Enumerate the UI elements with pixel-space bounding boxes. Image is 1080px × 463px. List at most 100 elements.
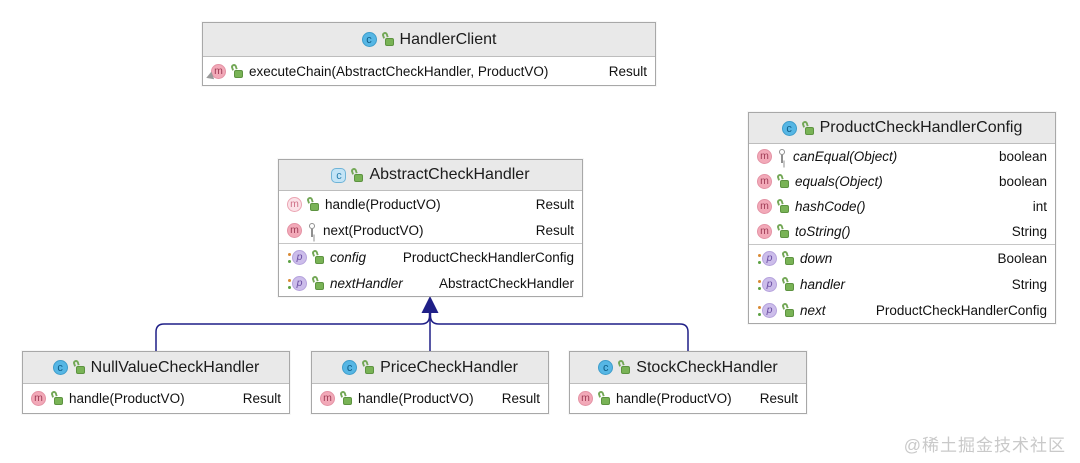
property-type: ProductCheckHandlerConfig [875, 302, 1047, 318]
method-row: toString() String [749, 219, 1055, 244]
member-separator [279, 243, 582, 244]
method-row: executeChain(AbstractCheckHandler, Produ… [203, 57, 655, 85]
class-title: ProductCheckHandlerConfig [819, 119, 1023, 136]
property-icon [758, 250, 777, 266]
property-row: nextHandler AbstractCheckHandler [279, 270, 582, 296]
inheritance-line-stock [429, 313, 689, 351]
property-type: AbstractCheckHandler [438, 275, 574, 291]
property-icon [758, 276, 777, 292]
method-icon [320, 391, 335, 406]
method-signature: handle(ProductVO) [69, 391, 185, 406]
public-lock-icon [231, 64, 244, 79]
public-lock-icon [598, 391, 611, 406]
method-row: canEqual(Object) boolean [749, 144, 1055, 169]
method-signature: next(ProductVO) [323, 222, 424, 238]
property-row: next ProductCheckHandlerConfig [749, 297, 1055, 323]
method-signature: equals(Object) [795, 174, 883, 189]
property-name: handler [800, 276, 846, 292]
class-box-null-value-check-handler[interactable]: NullValueCheckHandler handle(ProductVO) … [22, 351, 290, 414]
public-lock-icon [312, 250, 325, 265]
public-lock-icon [340, 391, 353, 406]
public-lock-icon [782, 251, 795, 266]
abstract-method-icon [287, 196, 302, 212]
class-title: PriceCheckHandler [380, 358, 518, 376]
class-header: NullValueCheckHandler [23, 352, 289, 384]
property-type: ProductCheckHandlerConfig [402, 249, 574, 265]
inheritance-arrowhead [421, 296, 439, 313]
method-row: next(ProductVO) Result [279, 217, 582, 243]
method-row: equals(Object) boolean [749, 169, 1055, 194]
method-return-type: int [1032, 199, 1047, 214]
public-lock-icon [351, 168, 364, 183]
method-return-type: Result [501, 391, 540, 406]
method-signature: handle(ProductVO) [358, 391, 474, 406]
method-row: handle(ProductVO) Result [23, 384, 289, 413]
public-lock-icon [618, 360, 631, 375]
method-return-type: Result [759, 391, 798, 406]
class-title: HandlerClient [399, 30, 497, 48]
public-lock-icon [307, 197, 320, 212]
method-return-type: Result [242, 391, 281, 406]
property-icon [288, 249, 307, 265]
protected-key-icon [307, 222, 318, 238]
class-box-product-check-handler-config[interactable]: ProductCheckHandlerConfig canEqual(Objec… [748, 112, 1056, 324]
method-signature: toString() [795, 224, 851, 239]
class-header: ProductCheckHandlerConfig [749, 113, 1055, 144]
class-box-abstract-check-handler[interactable]: AbstractCheckHandler handle(ProductVO) R… [278, 159, 583, 297]
class-header: HandlerClient [203, 23, 655, 57]
class-title: AbstractCheckHandler [369, 166, 530, 183]
public-lock-icon [362, 360, 375, 375]
method-signature: executeChain(AbstractCheckHandler, Produ… [249, 63, 549, 79]
class-icon [52, 360, 68, 375]
method-icon [287, 222, 302, 238]
property-name: nextHandler [330, 275, 403, 291]
public-lock-icon [73, 360, 86, 375]
public-lock-icon [382, 32, 395, 47]
class-box-stock-check-handler[interactable]: StockCheckHandler handle(ProductVO) Resu… [569, 351, 807, 414]
class-title: StockCheckHandler [636, 358, 778, 376]
inheritance-lines [155, 313, 689, 351]
public-lock-icon [782, 303, 795, 318]
property-name: down [800, 250, 833, 266]
public-lock-icon [777, 174, 790, 189]
method-icon [757, 174, 772, 189]
method-return-type: Result [535, 222, 574, 238]
class-header: PriceCheckHandler [312, 352, 548, 384]
method-row: handle(ProductVO) Result [312, 384, 548, 413]
method-return-type: boolean [998, 149, 1047, 164]
property-name: next [800, 302, 826, 318]
method-row: handle(ProductVO) Result [279, 191, 582, 217]
member-separator [749, 244, 1055, 245]
protected-key-icon [777, 149, 788, 164]
public-lock-icon [782, 277, 795, 292]
class-icon [361, 32, 377, 47]
property-icon [288, 275, 307, 291]
public-lock-icon [777, 199, 790, 214]
method-icon [757, 199, 772, 214]
inheritance-line-nullvalue [155, 313, 431, 351]
class-box-handler-client[interactable]: HandlerClient executeChain(AbstractCheck… [202, 22, 656, 86]
method-return-type: Result [535, 196, 574, 212]
method-icon [31, 391, 46, 406]
property-icon [758, 302, 777, 318]
method-row: hashCode() int [749, 194, 1055, 219]
property-row: down Boolean [749, 245, 1055, 271]
public-lock-icon [777, 224, 790, 239]
watermark: @稀土掘金技术社区 [903, 436, 1066, 455]
method-return-type: String [1011, 224, 1047, 239]
class-title: NullValueCheckHandler [90, 358, 260, 376]
class-icon [598, 360, 614, 375]
public-lock-icon [51, 391, 64, 406]
method-icon [578, 391, 593, 406]
method-signature: handle(ProductVO) [616, 391, 732, 406]
method-return-type: boolean [998, 174, 1047, 189]
class-icon [781, 120, 797, 136]
method-return-type: Result [608, 63, 647, 79]
method-row: handle(ProductVO) Result [570, 384, 806, 413]
method-signature: canEqual(Object) [793, 149, 898, 164]
property-row: handler String [749, 271, 1055, 297]
class-box-price-check-handler[interactable]: PriceCheckHandler handle(ProductVO) Resu… [311, 351, 549, 414]
property-row: config ProductCheckHandlerConfig [279, 244, 582, 270]
method-icon [757, 224, 772, 239]
